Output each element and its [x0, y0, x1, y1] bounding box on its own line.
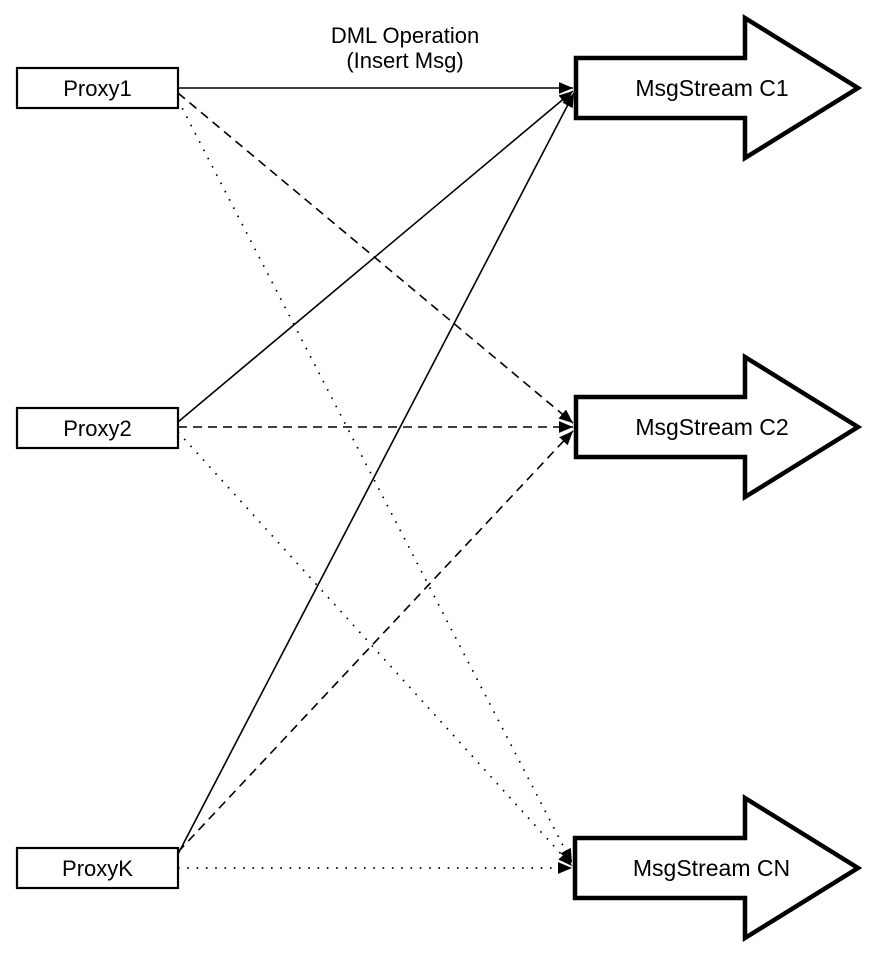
- proxy-box-proxy1: [15, 66, 180, 110]
- stream-node-msgstream-c2: MsgStream C2: [573, 352, 863, 502]
- stream-node-msgstream-c1: MsgStream C1: [573, 13, 863, 163]
- connection-proxyk-to-msgstream-c2-dashed: [177, 430, 574, 853]
- proxy-node-proxyk: ProxyK: [15, 846, 180, 890]
- stream-arrow-shape-msgstream-c1: [573, 13, 863, 163]
- stream-arrow-shape-msgstream-cn: [572, 793, 863, 943]
- connection-proxy2-to-msgstream-cn-dotted: [177, 431, 573, 867]
- proxy-box-proxyk: [15, 846, 180, 890]
- proxy-node-proxy1: Proxy1: [15, 66, 180, 110]
- stream-node-msgstream-cn: MsgStream CN: [572, 793, 863, 943]
- proxy-node-proxy2: Proxy2: [15, 406, 180, 450]
- proxy-label-proxy2: Proxy2: [63, 416, 131, 441]
- stream-label-msgstream-cn: MsgStream CN: [633, 855, 790, 881]
- proxy-label-proxyk: ProxyK: [62, 856, 133, 881]
- connection-proxy1-to-msgstream-cn-dotted: [177, 99, 573, 864]
- edge-label-line1: DML Operation: [331, 23, 479, 48]
- proxy-label-proxy1: Proxy1: [63, 76, 131, 101]
- edge-label-line2: (Insert Msg): [346, 48, 463, 73]
- stream-arrow-shape-msgstream-c2: [573, 352, 863, 502]
- stream-label-msgstream-c1: MsgStream C1: [635, 75, 788, 101]
- proxy-box-proxy2: [15, 406, 180, 450]
- connection-proxyk-to-msgstream-c1-solid: [177, 92, 575, 855]
- stream-label-msgstream-c2: MsgStream C2: [635, 414, 788, 440]
- connection-proxy2-to-msgstream-c1-solid: [177, 90, 574, 423]
- connection-proxy1-to-msgstream-c2-dashed: [177, 92, 574, 424]
